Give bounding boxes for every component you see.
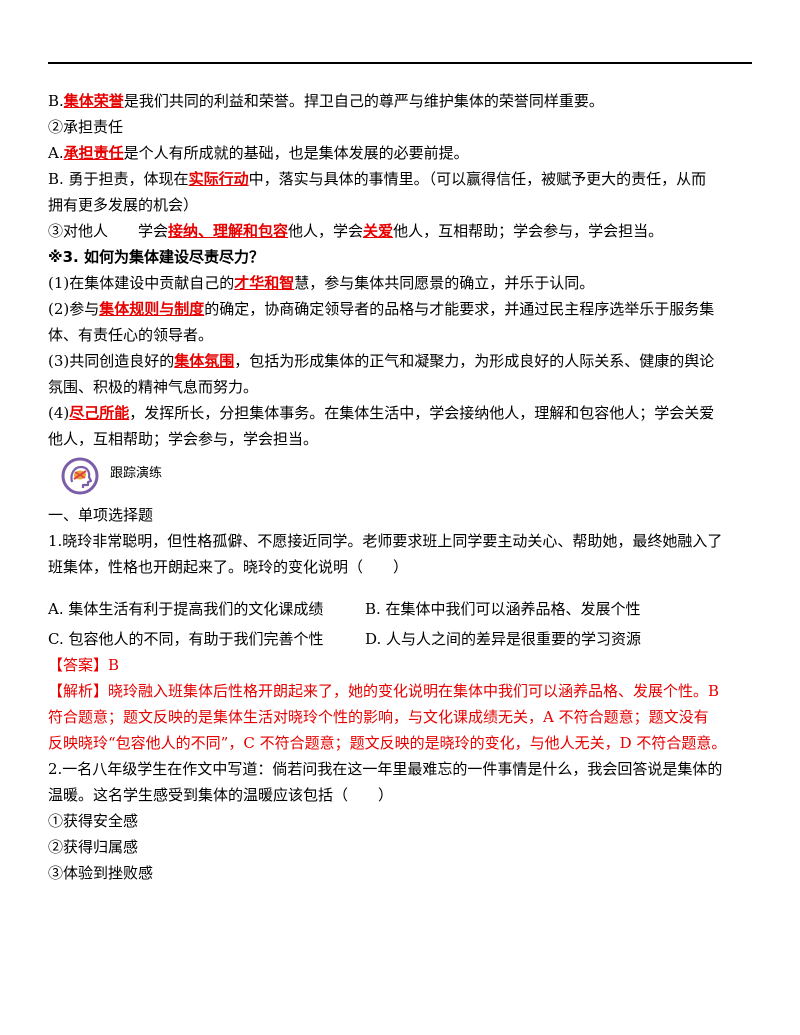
question-1-stem-cont: 班集体，性格也开朗起来了。晓玲的变化说明（ ） <box>48 558 409 576</box>
analysis-line-3: 反映晓玲“包容他人的不同”，C 不符合题意；题文反映的是晓玲的变化，与他人无关，… <box>48 734 727 752</box>
question-2-stem: 2.一名八年级学生在作文中写道：倘若问我在这一年里最难忘的一件事情是什么，我会回… <box>48 760 723 778</box>
keyword: 关爱 <box>363 222 394 240</box>
document-body: B.集体荣誉是我们共同的利益和荣誉。捍卫自己的尊严与维护集体的荣誉同样重要。 ②… <box>48 88 756 886</box>
header-rule <box>48 62 752 64</box>
line-text: 他人，互相帮助；学会参与，学会担当。 <box>393 222 664 240</box>
line-text: 是我们共同的利益和荣誉。捍卫自己的尊严与维护集体的荣誉同样重要。 <box>123 92 604 110</box>
q3-point-3-cont: 氛围、积极的精神气息而努力。 <box>48 378 259 396</box>
item-prefix: B. <box>48 92 64 110</box>
line-text: 慧，参与集体共同愿景的确立，并乐于认同。 <box>294 274 595 292</box>
option-c: C. 包容他人的不同，有助于我们完善个性 <box>48 630 324 648</box>
keyword: 才华和智 <box>234 274 295 292</box>
question-2-item-3: ③体验到挫败感 <box>48 864 154 882</box>
line-text: 中，落实与具体的事情里。（可以赢得信任，被赋予更大的责任，从而 <box>248 170 707 188</box>
question-1-stem: 1.晓玲非常聪明，但性格孤僻、不愿接近同学。老师要求班上同学要主动关心、帮助她，… <box>48 532 723 550</box>
question-1-options: A. 集体生活有利于提高我们的文化课成绩 B. 在集体中我们可以涵养品格、发展个… <box>48 596 756 652</box>
line-text: 的确定，协商确定领导者的品格与才能要求，并通过民主程序选举乐于服务集 <box>204 300 715 318</box>
keyword: 实际行动 <box>188 170 249 188</box>
answer-line: 【答案】B <box>48 656 120 674</box>
line-text: ③对他人 学会 <box>48 222 169 240</box>
section-title-single-choice: 一、单项选择题 <box>48 506 154 524</box>
keyword: 尽己所能 <box>69 404 130 422</box>
brain-head-icon <box>61 457 99 495</box>
line-text: ，包括为形成集体的正气和凝聚力，为形成良好的人际关系、健康的舆论 <box>234 352 715 370</box>
line-text: (2)参与 <box>48 300 100 318</box>
analysis-line-1: 【解析】晓玲融入班集体后性格开朗起来了，她的变化说明在集体中我们可以涵养品格、发… <box>48 682 720 700</box>
line-text: 他人，学会 <box>288 222 364 240</box>
line-text: B. 勇于担责，体现在 <box>48 170 189 188</box>
line-b-action-cont: 拥有更多发展的机会） <box>48 196 199 214</box>
q3-point-1: (1)在集体建设中贡献自己的才华和智慧，参与集体共同愿景的确立，并乐于认同。 <box>48 270 756 296</box>
question-2-item-1: ①获得安全感 <box>48 812 139 830</box>
keyword: 集体氛围 <box>174 352 235 370</box>
line-text: ，发挥所长，分担集体事务。在集体生活中，学会接纳他人，理解和包容他人；学会关爱 <box>129 404 715 422</box>
option-b: B. 在集体中我们可以涵养品格、发展个性 <box>365 600 641 618</box>
q3-point-2: (2)参与集体规则与制度的确定，协商确定领导者的品格与才能要求，并通过民主程序选… <box>48 296 756 322</box>
item-prefix: A. <box>48 144 64 162</box>
keyword: 接纳、理解和包容 <box>168 222 289 240</box>
option-d: D. 人与人之间的差异是很重要的学习资源 <box>365 630 642 648</box>
section-heading-q3: ※3. 如何为集体建设尽责尽力？ <box>48 248 264 266</box>
q3-point-4-cont: 他人，互相帮助；学会参与，学会担当。 <box>48 430 319 448</box>
keyword: 承担责任 <box>63 144 124 162</box>
q3-point-4: (4)尽己所能，发挥所长，分担集体事务。在集体生活中，学会接纳他人，理解和包容他… <box>48 400 756 426</box>
q3-point-2-cont: 体、有责任心的领导者。 <box>48 326 214 344</box>
line-a-responsibility: A.承担责任是个人有所成就的基础，也是集体发展的必要前提。 <box>48 140 756 166</box>
option-a: A. 集体生活有利于提高我们的文化课成绩 <box>48 600 324 618</box>
line-b-action: B. 勇于担责，体现在实际行动中，落实与具体的事情里。（可以赢得信任，被赋予更大… <box>48 166 756 192</box>
question-2-stem-cont: 温暖。这名学生感受到集体的温暖应该包括（ ） <box>48 786 394 804</box>
line-others: ③对他人 学会接纳、理解和包容他人，学会关爱他人，互相帮助；学会参与，学会担当。 <box>48 218 756 244</box>
line-text: (3)共同创造良好的 <box>48 352 175 370</box>
question-2-item-2: ②获得归属感 <box>48 838 139 856</box>
keyword: 集体荣誉 <box>63 92 124 110</box>
spacer <box>48 580 756 596</box>
q3-point-3: (3)共同创造良好的集体氛围，包括为形成集体的正气和凝聚力，为形成良好的人际关系… <box>48 348 756 374</box>
subheading-responsibility: ②承担责任 <box>48 118 124 136</box>
keyword: 集体规则与制度 <box>99 300 205 318</box>
line-text: (1)在集体建设中贡献自己的 <box>48 274 235 292</box>
analysis-line-2: 符合题意；题文反映的是集体生活对晓玲个性的影响，与文化课成绩无关，A 不符合题意… <box>48 708 709 726</box>
line-b-honor: B.集体荣誉是我们共同的利益和荣誉。捍卫自己的尊严与维护集体的荣誉同样重要。 <box>48 88 756 114</box>
practice-label: 跟踪演练 <box>110 465 163 481</box>
line-text: (4) <box>48 404 70 422</box>
practice-header: 跟踪演练 <box>48 456 756 496</box>
line-text: 是个人有所成就的基础，也是集体发展的必要前提。 <box>123 144 469 162</box>
